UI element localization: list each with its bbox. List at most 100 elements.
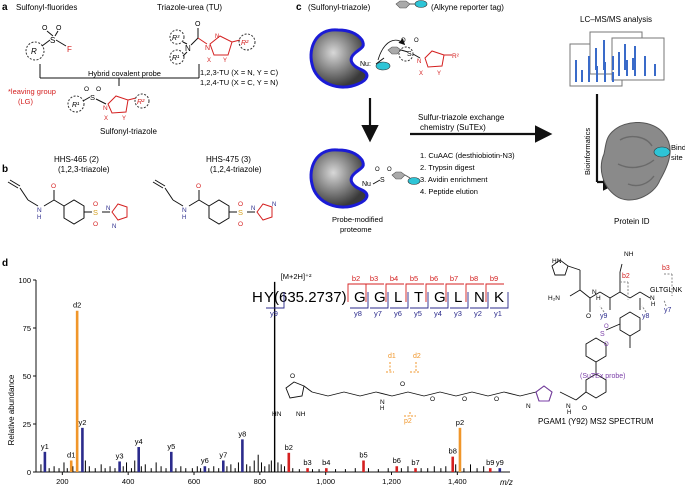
probe2-s: S (238, 208, 243, 217)
y-ion-label: y1 (494, 309, 502, 318)
atom-h-1: H (596, 295, 601, 302)
probe1-tri-n1: N (106, 206, 110, 212)
b-ion-label: b4 (390, 274, 398, 283)
sutex-chem-line1: Sulfur-triazole exchange (418, 113, 505, 122)
probe2-sub: (1,2,4-triazole) (210, 165, 262, 174)
workflow-steps: 1. CuAAC (desthiobiotin-N3) 2. Trypsin d… (420, 151, 515, 196)
b-ion-label: b3 (370, 274, 378, 283)
y-ion-label: y9 (270, 309, 278, 318)
lcms-spectra-icon (569, 31, 665, 87)
panel-b-letter: b (2, 164, 8, 175)
struct-d1: d1 (388, 353, 396, 360)
peak-label: y2 (78, 418, 86, 427)
atom-o-st2: O (96, 86, 101, 93)
atom-n-triazole: N (526, 403, 531, 410)
probe1-nh-h: H (37, 215, 41, 221)
peak-label: y7 (219, 450, 227, 459)
peak-label: y4 (135, 437, 143, 446)
probe1-sub: (1,2,3-triazole) (58, 165, 110, 174)
y-tick-label: 100 (18, 276, 31, 285)
sulfonyl-triazole-structure: R¹ S O O N X Y R² (67, 86, 150, 122)
panel-a-letter: a (2, 2, 8, 13)
y-ion-bracket (470, 292, 489, 309)
atom-n-c: N (417, 59, 421, 65)
y-ion-bracket (266, 292, 285, 309)
atom-o-2: O (56, 25, 62, 32)
peak-label: d1 (67, 450, 75, 459)
peak-label: b2 (285, 443, 293, 452)
atom-o-peg1: O (430, 396, 435, 403)
workflow-step: 4. Peptide elution (420, 187, 478, 196)
x-axis-label: m/z (500, 478, 513, 487)
hybrid-bracket: Hybrid covalent probe (39, 64, 200, 86)
probe1-structure (7, 179, 128, 225)
peak-label: b3 (303, 458, 311, 467)
sulfonyl-fluorides-title: Sulfonyl-fluorides (16, 3, 77, 12)
b-ion-label: b6 (430, 274, 438, 283)
seq-residue: G (434, 289, 446, 306)
probe1-o-top: O (93, 201, 98, 208)
atom-r2-st: R² (137, 99, 145, 106)
atom-nh-biotin: NH (296, 411, 306, 418)
seq-residue: L (454, 289, 462, 306)
probe-modified-line1: Probe-modified (332, 215, 383, 224)
alkyne-tag-icon (395, 0, 428, 9)
atom-s-c: S (407, 51, 412, 58)
hybrid-probe-label: Hybrid covalent probe (88, 69, 161, 78)
peak-label: y3 (116, 451, 124, 460)
atom-n-st: N (103, 105, 108, 112)
atom-n-1: N (592, 289, 597, 296)
atom-n-tri2: N (215, 34, 219, 40)
probe2-tri-n2: N (272, 202, 276, 208)
seq-prefix: H (252, 289, 263, 306)
probe1-name: HHS-465 (2) (54, 155, 99, 164)
struct-y7: y7 (664, 307, 672, 314)
b-ion-bracket (385, 283, 404, 302)
workflow-step: 3. Avidin enrichment (420, 175, 488, 184)
atom-o-c3: O (375, 167, 380, 173)
atom-hn-biotin: HN (272, 411, 282, 418)
triazole-urea-title: Triazole-urea (TU) (157, 3, 222, 12)
atom-o-st1: O (84, 86, 89, 93)
atom-x-st: X (104, 116, 108, 122)
b-ion-label: b9 (490, 274, 498, 283)
struct-b2: b2 (622, 273, 630, 280)
b-ion-label: b8 (470, 274, 478, 283)
atom-x-c: X (419, 71, 423, 77)
b-ion-bracket (465, 283, 484, 302)
y-axis-label: Relative abundance (7, 374, 16, 445)
probe2-tri-n1: N (251, 206, 255, 212)
b-ion-label: b5 (410, 274, 418, 283)
x-tick-label: 800 (254, 477, 267, 486)
peak-label: y6 (201, 456, 209, 465)
panel-c: c (Sulfonyl-triazole) (Alkyne reporter t… (296, 0, 685, 234)
x-tick-label: 400 (122, 477, 135, 486)
peak-label: b6 (393, 456, 401, 465)
panel-b: b HHS-465 (2) (1,2,3-triazole) HHS-475 (… (2, 155, 276, 230)
triazole-urea-structure: R³ R¹ N O N N X Y R² (169, 21, 256, 65)
leaving-group-abbr: (LG) (18, 97, 34, 106)
y-ion-label: y2 (474, 309, 482, 318)
protein-surface-icon (600, 121, 671, 201)
probe1-nh-n: N (37, 207, 42, 214)
atom-s-d: S (600, 331, 605, 338)
bioinformatics-label: Bioinformatics (583, 128, 592, 175)
atom-y-c: Y (437, 71, 441, 77)
peak-label: b7 (411, 458, 419, 467)
leaving-group-label: *leaving group (8, 87, 56, 96)
nu-label-top: Nu: (360, 61, 371, 68)
seq-residue: K (494, 289, 504, 306)
peptide-chain-label: GLTGLNK (650, 287, 682, 294)
protein-top (309, 28, 369, 89)
struct-p2: p2 (404, 418, 412, 425)
peak-label: y9 (496, 458, 504, 467)
atom-s: S (50, 36, 55, 45)
atom-hn: HN (552, 258, 562, 265)
atom-n-amide: N (566, 403, 571, 410)
x-tick-label: 1,200 (382, 477, 401, 486)
panel-c-letter: c (296, 2, 302, 13)
